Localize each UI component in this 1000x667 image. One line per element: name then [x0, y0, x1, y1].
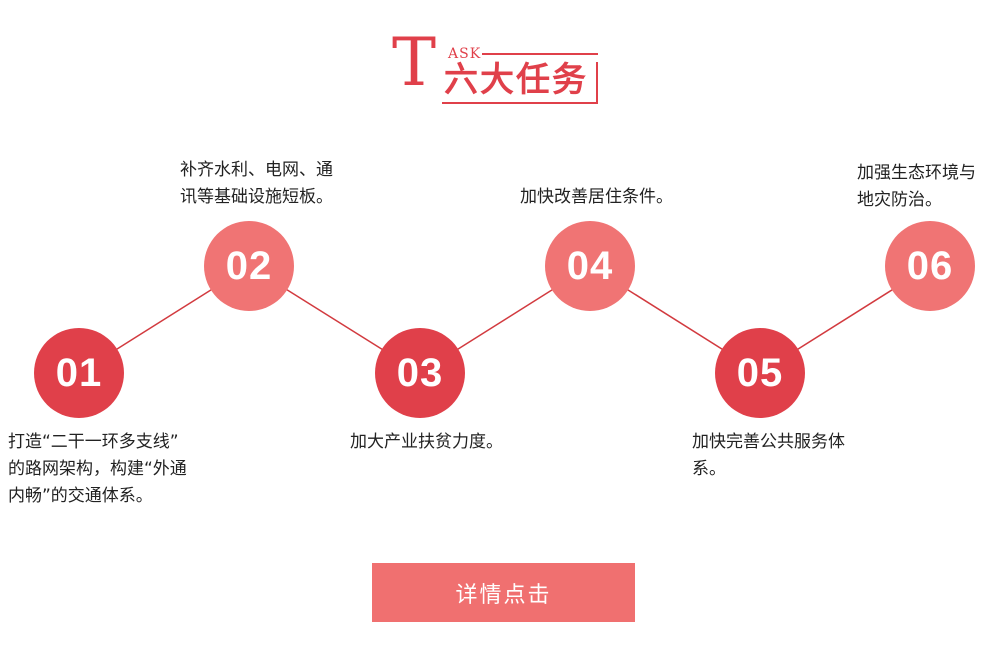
- step-circle-03: 03: [375, 328, 465, 418]
- step-text-03: 加大产业扶贫力度。: [350, 432, 503, 452]
- details-button[interactable]: 详情点击: [372, 563, 635, 622]
- title-frame: [442, 62, 598, 104]
- title-frame-top-line: [482, 53, 598, 55]
- step-circle-05: 05: [715, 328, 805, 418]
- step-text-02: 补齐水利、电网、通 讯等基础设施短板。: [180, 160, 333, 207]
- logo-small-text: ASK: [448, 46, 482, 62]
- step-circle-04: 04: [545, 221, 635, 311]
- section-title-logo: T ASK 六大任务: [392, 30, 612, 108]
- step-circle-01: 01: [34, 328, 124, 418]
- step-circle-02: 02: [204, 221, 294, 311]
- logo-letter: T: [392, 24, 437, 101]
- section-title: 六大任务: [444, 60, 588, 100]
- step-circle-06: 06: [885, 221, 975, 311]
- step-text-01: 打造“二干一环多支线” 的路网架构，构建“外通 内畅”的交通体系。: [8, 432, 187, 506]
- step-text-06: 加强生态环境与 地灾防治。: [857, 163, 976, 210]
- step-text-04: 加快改善居住条件。: [520, 187, 673, 207]
- step-text-05: 加快完善公共服务体 系。: [692, 432, 845, 479]
